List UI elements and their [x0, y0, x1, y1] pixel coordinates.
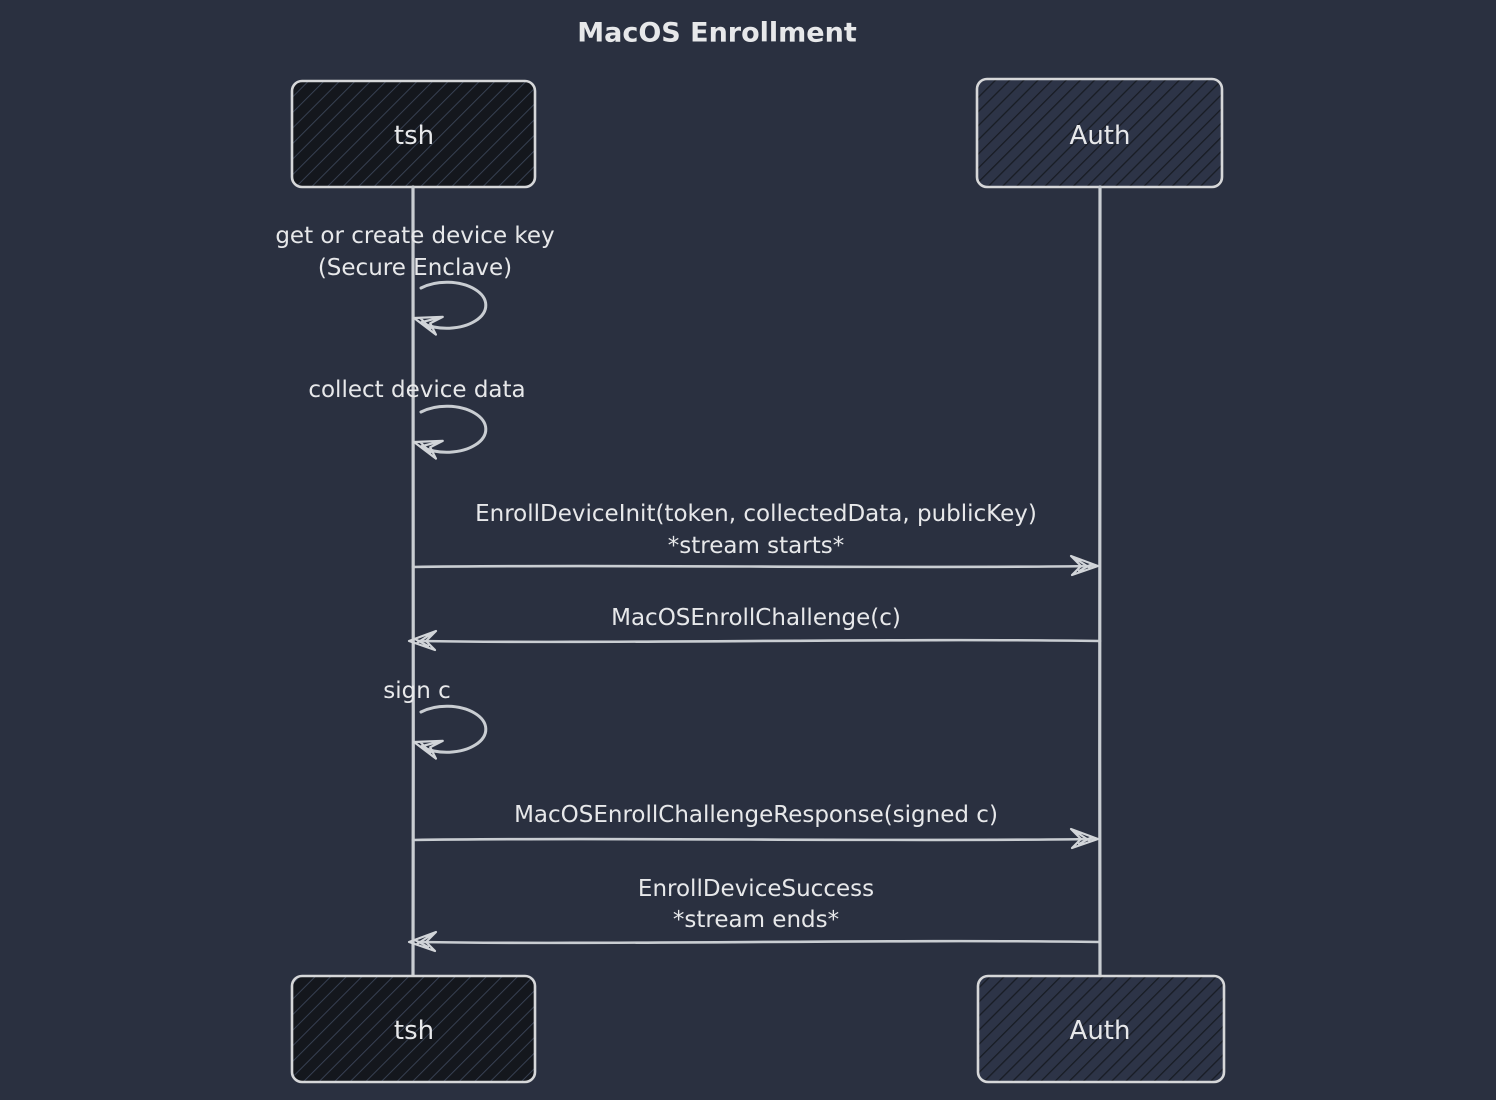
message-line [417, 638, 1102, 644]
actor-bottom-tsh: tsh [290, 974, 537, 1084]
self-loop-label-line1: collect device data [308, 377, 525, 403]
message-enroll-device-init: EnrollDeviceInit(token, collectedData, p… [411, 501, 1100, 577]
message-label-line1: MacOSEnrollChallengeResponse(signed c) [514, 802, 998, 828]
self-loop-curve [419, 704, 488, 754]
message-label-line2: *stream starts* [668, 533, 844, 559]
arrowhead-right-icon [1069, 827, 1100, 850]
message-label-line2: *stream ends* [673, 907, 839, 933]
actor-bottom-auth: Auth [976, 974, 1226, 1084]
message-line [411, 837, 1096, 842]
lifeline-tsh [411, 185, 415, 978]
diagram-title: MacOS Enrollment [577, 18, 857, 49]
actor-top-tsh: tsh [290, 79, 537, 189]
actor-label-auth-top: Auth [1070, 121, 1131, 151]
actor-box-tsh-bottom [290, 974, 537, 1084]
message-macos-enroll-challenge-response: MacOSEnrollChallengeResponse(signed c) [411, 802, 1100, 850]
actor-box-auth-bottom [976, 974, 1226, 1084]
actor-label-auth-bottom: Auth [1070, 1016, 1131, 1046]
message-macos-enroll-challenge: MacOSEnrollChallenge(c) [407, 605, 1102, 652]
message-enroll-device-success: EnrollDeviceSuccess *stream ends* [407, 876, 1102, 953]
arrowhead-left-icon [407, 629, 438, 652]
arrowhead-icon [412, 439, 444, 460]
arrowhead-icon [412, 739, 444, 760]
actor-top-auth: Auth [975, 77, 1224, 189]
arrowhead-right-icon [1069, 554, 1100, 577]
arrowhead-left-icon [407, 930, 438, 953]
self-loop-collect-device-data: collect device data [308, 377, 526, 460]
lifeline-auth [1098, 185, 1102, 978]
arrowhead-icon [412, 315, 444, 336]
message-line [411, 564, 1096, 569]
message-label-line1: MacOSEnrollChallenge(c) [611, 605, 901, 631]
self-loop-curve [419, 280, 488, 330]
message-line [417, 939, 1102, 945]
self-loop-curve [419, 404, 488, 454]
message-label-line1: EnrollDeviceInit(token, collectedData, p… [475, 501, 1037, 527]
self-loop-sign-c: sign c [383, 678, 488, 760]
self-loop-label-line2: (Secure Enclave) [318, 255, 512, 281]
self-loop-label-line1: get or create device key [275, 223, 554, 249]
actor-label-tsh-top: tsh [394, 121, 434, 151]
actor-label-tsh-bottom: tsh [394, 1016, 434, 1046]
message-label-line1: EnrollDeviceSuccess [638, 876, 874, 902]
self-loop-get-or-create-device-key: get or create device key (Secure Enclave… [275, 223, 555, 336]
self-loop-label-line1: sign c [383, 678, 451, 704]
